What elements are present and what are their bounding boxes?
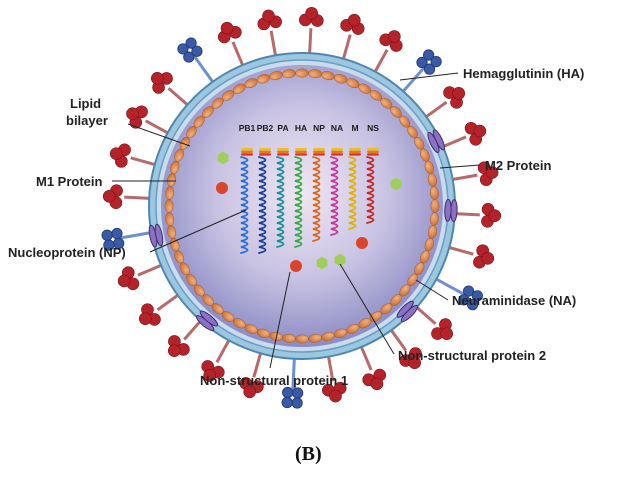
label-neuraminidase: Neuraminidase (NA)	[452, 293, 576, 308]
rna-segment-pa: PA	[276, 123, 289, 248]
na-spike	[281, 357, 304, 409]
ns2-protein	[316, 256, 328, 270]
rna-segment-ns: NS	[366, 123, 379, 224]
ha-spike	[126, 105, 170, 135]
ha-spike	[373, 30, 403, 74]
m2-channel	[444, 198, 458, 223]
leader-lines	[112, 72, 481, 369]
ha-spike	[447, 244, 495, 269]
ns2-protein	[217, 151, 229, 165]
rna-segment-pb2: PB2	[257, 123, 274, 254]
ha-spike	[117, 263, 163, 291]
label-lipid-line1: Lipid	[70, 96, 101, 111]
rna-segment-ha: HA	[294, 123, 307, 248]
ha-spike	[451, 161, 499, 186]
m2-channel	[427, 129, 445, 153]
ha-spike	[217, 21, 245, 67]
ha-spike	[340, 13, 365, 61]
m1-bead	[295, 334, 309, 344]
label-non-structural-1: Non-structural protein 1	[200, 373, 348, 388]
ns2-protein	[334, 253, 346, 267]
ha-spike	[151, 71, 190, 107]
ha-spike	[109, 143, 157, 168]
ha-spike	[201, 338, 231, 382]
ha-spike	[138, 293, 180, 326]
m2-channel	[195, 310, 219, 332]
segment-label: NS	[367, 123, 379, 133]
rna-segment-np: NP	[312, 123, 325, 242]
label-hemagglutinin: Hemagglutinin (HA)	[463, 66, 584, 81]
rna-segment-pb1: PB1	[239, 123, 256, 254]
ha-spike	[359, 345, 387, 391]
ha-spike	[239, 351, 264, 399]
ha-spike	[441, 121, 487, 149]
m1-bead	[295, 68, 309, 78]
ha-spike	[299, 6, 324, 55]
rna-segment-na: NA	[330, 123, 343, 236]
ha-spike	[424, 86, 466, 119]
segment-label: NA	[331, 123, 343, 133]
m1-bead	[164, 199, 174, 213]
ns2-protein	[390, 177, 402, 191]
segment-label: PA	[277, 123, 288, 133]
segment-label: PB2	[257, 123, 274, 133]
m2-channel	[396, 300, 419, 323]
panel-label: (B)	[295, 443, 322, 465]
ha-spike	[389, 328, 422, 370]
ha-spike	[453, 203, 502, 228]
segment-label: NP	[313, 123, 325, 133]
label-nucleoprotein: Nucleoprotein (NP)	[8, 245, 126, 260]
ns1-protein	[356, 237, 368, 249]
na-spike	[101, 227, 153, 251]
label-non-structural-2: Non-structural protein 2	[398, 348, 546, 363]
ha-spike	[322, 355, 347, 403]
ns1-protein	[216, 182, 228, 194]
m1-bead	[430, 199, 440, 213]
label-m2-protein: M2 Protein	[485, 158, 552, 173]
m1-bead	[429, 186, 439, 200]
non-structural-proteins	[216, 151, 402, 272]
na-spike	[177, 37, 215, 84]
na-spike	[401, 49, 442, 94]
ns1-protein	[290, 260, 302, 272]
ha-spike	[102, 184, 151, 209]
label-m1-protein: M1 Protein	[36, 174, 103, 189]
virus-core	[161, 65, 443, 347]
m2-protein-channels	[148, 129, 458, 332]
segment-label: M	[351, 123, 358, 133]
ha-spike	[257, 9, 282, 57]
segment-label: PB1	[239, 123, 256, 133]
m2-channel	[148, 223, 164, 248]
segment-label: HA	[295, 123, 307, 133]
surface-spikes	[101, 6, 502, 409]
na-spike	[434, 277, 483, 311]
ha-spike	[167, 318, 203, 357]
ha-spike	[414, 305, 453, 341]
label-lipid-line2: bilayer	[66, 113, 108, 128]
rna-segment-m: M	[348, 123, 361, 230]
